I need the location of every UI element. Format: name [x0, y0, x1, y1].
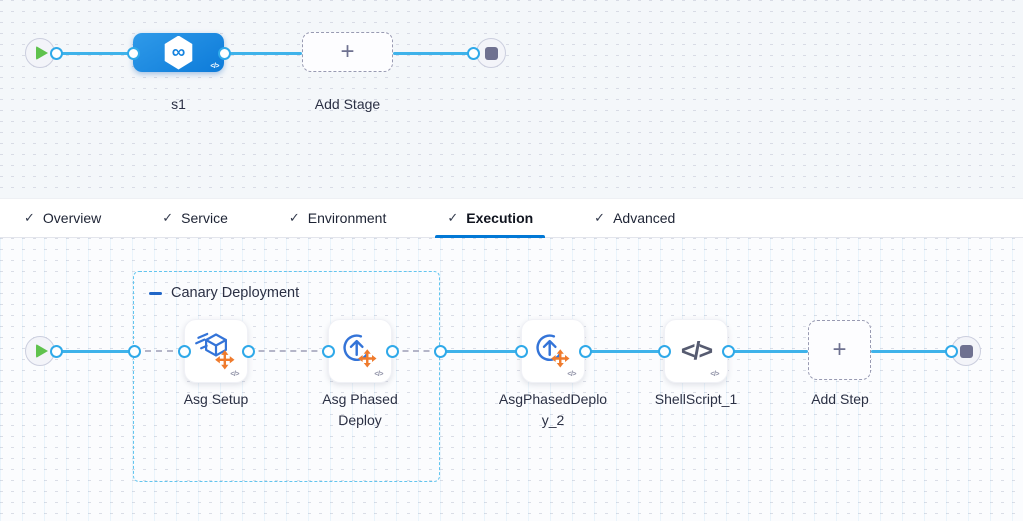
- active-tab-underline: [435, 235, 546, 238]
- connector-port[interactable]: [466, 46, 480, 60]
- play-icon: [36, 344, 48, 358]
- connector-port[interactable]: [321, 344, 335, 358]
- deploy-stage-icon: ∞: [164, 35, 193, 70]
- check-icon: ✓: [162, 210, 174, 225]
- connector-port[interactable]: [721, 344, 735, 358]
- tab-advanced[interactable]: ✓ Advanced: [594, 210, 676, 226]
- stage-node-s1[interactable]: ∞ </>: [133, 33, 224, 72]
- step-label: Asg Phased Deploy: [322, 391, 398, 428]
- plus-icon: +: [832, 336, 847, 363]
- tab-service[interactable]: ✓ Service: [162, 210, 228, 226]
- pipeline-end-node: [476, 38, 506, 68]
- code-badge-icon: </>: [210, 63, 219, 70]
- execution-graph-canvas[interactable]: Canary Deployment: [0, 238, 1023, 521]
- step-label: AsgPhasedDeploy_2: [498, 391, 608, 428]
- code-badge-icon: </>: [710, 371, 719, 378]
- stop-icon: [484, 46, 498, 60]
- add-step-button[interactable]: +: [808, 320, 871, 380]
- step-group-canary-deployment[interactable]: Canary Deployment: [133, 271, 440, 482]
- check-icon: ✓: [24, 210, 35, 225]
- asg-setup-icon: [195, 332, 235, 370]
- connector-port[interactable]: [127, 344, 141, 358]
- connector-port[interactable]: [514, 344, 528, 358]
- connector-port[interactable]: [385, 344, 399, 358]
- tab-environment[interactable]: ✓ Environment: [288, 210, 387, 226]
- connector-port[interactable]: [177, 344, 191, 358]
- connector-port[interactable]: [578, 344, 592, 358]
- execution-start-node: [25, 336, 55, 366]
- connector-port[interactable]: [217, 46, 231, 60]
- asg-phased-deploy-icon: [536, 334, 570, 368]
- step-shellscript-1[interactable]: </> </>: [664, 319, 728, 383]
- stage-config-tabbar: ✓ Overview ✓ Service ✓ Environment ✓ Exe…: [0, 198, 1023, 238]
- stage-label: s1: [171, 96, 186, 112]
- connector-port[interactable]: [126, 46, 140, 60]
- step-asg-phased-deploy[interactable]: </>: [328, 319, 392, 383]
- shell-script-icon: </>: [680, 336, 713, 365]
- connector-port[interactable]: [49, 46, 63, 60]
- add-stage-button[interactable]: +: [302, 32, 393, 72]
- step-connector-dashed: [392, 350, 440, 352]
- step-connector-dashed: [248, 350, 328, 352]
- stage-connector-line: [393, 51, 480, 55]
- connector-port[interactable]: [241, 344, 255, 358]
- step-asg-phased-deploy-2[interactable]: </>: [521, 319, 585, 383]
- connector-port[interactable]: [433, 344, 447, 358]
- step-label: ShellScript_1: [654, 391, 738, 407]
- stop-icon: [959, 344, 973, 358]
- code-badge-icon: </>: [374, 371, 383, 378]
- connector-port[interactable]: [944, 344, 958, 358]
- asg-phased-deploy-icon: [343, 334, 377, 368]
- check-icon: ✓: [288, 210, 300, 225]
- step-label: Asg Setup: [183, 391, 249, 407]
- add-step-label: Add Step: [811, 391, 869, 407]
- step-group-header: Canary Deployment: [134, 272, 439, 301]
- step-connector-line: [440, 349, 521, 353]
- tab-overview[interactable]: ✓ Overview: [24, 210, 102, 226]
- connector-port[interactable]: [657, 344, 671, 358]
- add-stage-label: Add Stage: [314, 96, 381, 112]
- step-connector-line: [40, 349, 140, 353]
- step-asg-setup[interactable]: </>: [184, 319, 248, 383]
- step-connector-line: [585, 349, 664, 353]
- play-icon: [36, 46, 48, 60]
- step-connector-dashed: [134, 350, 184, 352]
- step-group-label: Canary Deployment: [171, 285, 300, 301]
- check-icon: ✓: [447, 210, 459, 225]
- step-connector-line: [871, 349, 953, 353]
- code-badge-icon: </>: [567, 371, 576, 378]
- code-badge-icon: </>: [230, 371, 239, 378]
- step-connector-line: [728, 349, 808, 353]
- plus-icon: +: [340, 38, 355, 65]
- connector-port[interactable]: [49, 344, 63, 358]
- tab-execution[interactable]: ✓ Execution: [435, 199, 546, 238]
- collapse-group-icon[interactable]: [149, 291, 162, 295]
- check-icon: ✓: [594, 210, 606, 225]
- stage-graph-canvas[interactable]: ∞ </> s1 + Add Stage: [0, 0, 1023, 198]
